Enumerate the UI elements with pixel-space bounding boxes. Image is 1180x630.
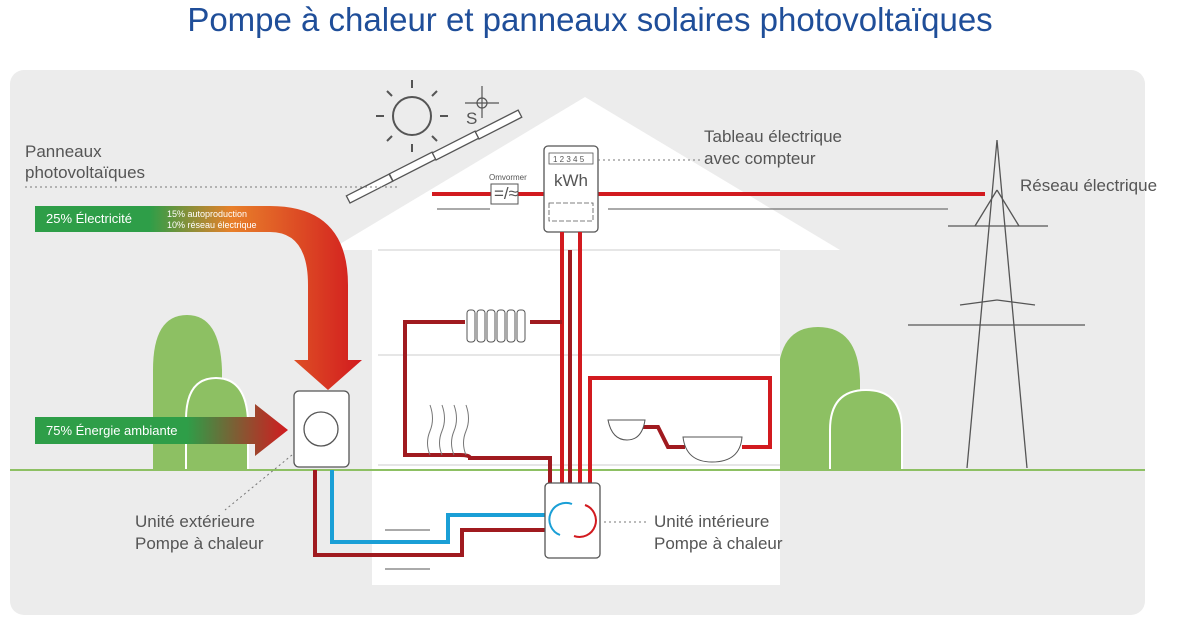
meter-label-line2: avec compteur [704,149,816,168]
pylon-icon [908,139,1085,469]
compass-icon [465,86,499,118]
grid-label: Réseau électrique [1020,176,1157,195]
ambient-label: 75% Énergie ambiante [46,423,178,438]
pipes [313,232,772,557]
page-title: Pompe à chaleur et panneaux solaires pho… [187,1,993,38]
compass-label: S [466,109,477,128]
sink-icon [607,419,646,441]
electricity-label: 25% Électricité [46,211,132,226]
panels-label-line1: Panneaux [25,142,102,161]
meter: 1 2 3 4 5 kWh [543,145,599,233]
meter-unit: kWh [554,171,588,190]
ambient-energy-arrow [35,404,288,456]
panels-label-line2: photovoltaïques [25,163,145,182]
radiator-icon [466,309,526,343]
outdoor-unit [293,390,350,468]
electricity-flow-arrow [35,206,362,390]
inverter-symbol: =/≈ [494,184,518,203]
indoor-label-line1: Unité intérieure [654,512,769,531]
inverter-icon [490,183,519,205]
outdoor-label-line2: Pompe à chaleur [135,534,264,553]
sun-icon [376,80,448,152]
outdoor-label-line1: Unité extérieure [135,512,255,531]
self-production-label: 15% autoproduction [167,209,247,219]
bathtub-icon [682,436,743,463]
indoor-label-line2: Pompe à chaleur [654,534,783,553]
indoor-unit [544,482,601,559]
solar-panels [345,109,523,204]
floor-heating-icon [427,404,469,456]
meter-digits: 1 2 3 4 5 [553,155,585,164]
meter-label-line1: Tableau électrique [704,127,842,146]
grid-share-label: 10% réseau électrique [167,220,257,230]
tree-right [778,327,903,471]
inverter-label: Omvormer [489,173,527,182]
fan-icon [303,411,339,447]
